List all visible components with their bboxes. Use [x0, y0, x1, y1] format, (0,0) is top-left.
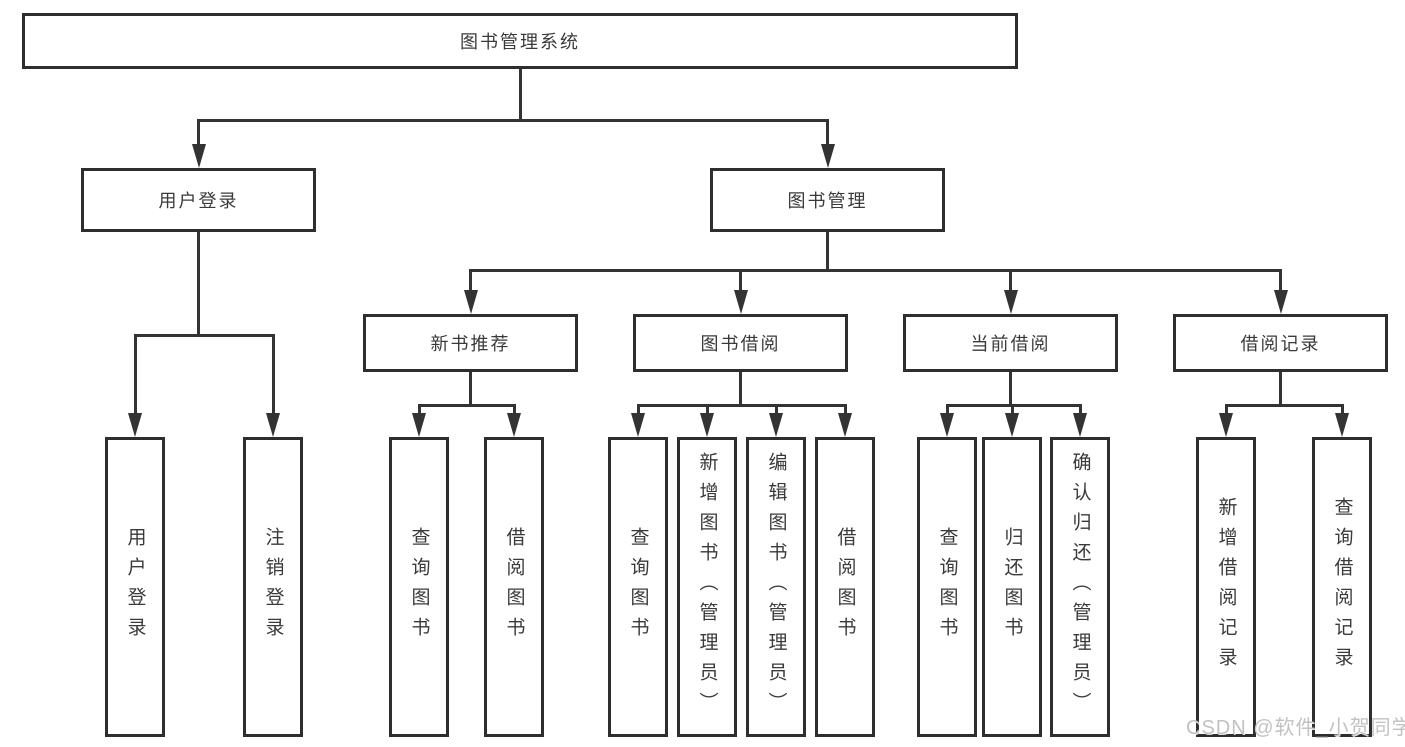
connector-stem — [197, 232, 200, 337]
connector-drop — [469, 269, 472, 292]
leaf-label: 查询图书 — [408, 527, 430, 647]
leaf-add-book-admin: 新增图书（管理员） — [677, 437, 737, 737]
leaf-label: 注销登录 — [262, 527, 284, 647]
arrowhead-icon — [631, 413, 645, 437]
node-book-management: 图书管理 — [710, 168, 945, 232]
leaf-label: 用户登录 — [124, 527, 146, 647]
leaf-query-books-current: 查询图书 — [917, 437, 977, 737]
leaf-label: 确认归还（管理员） — [1069, 452, 1091, 722]
connector-drop — [826, 119, 829, 146]
leaf-user-login: 用户登录 — [105, 437, 165, 737]
leaf-logout: 注销登录 — [243, 437, 303, 737]
leaf-label: 新增图书（管理员） — [696, 452, 718, 722]
leaf-query-borrow-record: 查询借阅记录 — [1312, 437, 1372, 737]
arrowhead-icon — [1073, 413, 1087, 437]
arrowhead-icon — [191, 144, 206, 168]
connector-drop — [1340, 404, 1344, 415]
connector-rail — [469, 268, 1282, 272]
leaf-label: 查询图书 — [936, 527, 958, 647]
connector-drop — [774, 404, 778, 415]
node-label: 图书管理系统 — [460, 32, 580, 52]
node-label: 用户登录 — [158, 191, 239, 211]
connector-drop — [417, 404, 421, 415]
node-user-login: 用户登录 — [81, 168, 316, 232]
connector-drop — [271, 334, 275, 415]
connector-drop — [705, 404, 709, 415]
connector-rail — [1224, 403, 1344, 407]
connector-rail — [636, 403, 847, 407]
connector-drop — [1010, 404, 1014, 415]
connector-drop — [636, 404, 640, 415]
connector-rail — [945, 403, 1082, 407]
arrowhead-icon — [820, 144, 835, 168]
connector-drop — [197, 119, 200, 146]
connector-rail — [197, 118, 829, 122]
connector-drop — [512, 404, 516, 415]
connector-drop — [1279, 269, 1282, 292]
leaf-label: 编辑图书（管理员） — [765, 452, 787, 722]
arrowhead-icon — [1335, 413, 1349, 437]
node-library-management-system: 图书管理系统 — [22, 13, 1018, 69]
node-book-borrowing: 图书借阅 — [633, 314, 848, 372]
node-label: 图书管理 — [787, 191, 868, 211]
arrowhead-icon — [266, 413, 280, 437]
node-label: 借阅记录 — [1240, 334, 1321, 354]
arrowhead-icon — [507, 413, 521, 437]
leaf-confirm-return-admin: 确认归还（管理员） — [1050, 437, 1110, 737]
leaf-label: 查询借阅记录 — [1331, 497, 1353, 677]
connector-rail — [417, 403, 516, 407]
leaf-borrow-books-borrowing: 借阅图书 — [815, 437, 875, 737]
arrowhead-icon — [128, 413, 142, 437]
leaf-query-books-borrowing: 查询图书 — [608, 437, 668, 737]
leaf-add-borrow-record: 新增借阅记录 — [1196, 437, 1256, 737]
connector-drop — [1009, 269, 1012, 292]
arrowhead-icon — [1273, 290, 1288, 314]
node-borrowing-records: 借阅记录 — [1173, 314, 1388, 372]
arrowhead-icon — [463, 290, 478, 314]
connector-drop — [843, 404, 847, 415]
arrowhead-icon — [733, 290, 748, 314]
connector-stem — [469, 372, 472, 407]
arrowhead-icon — [1005, 413, 1019, 437]
leaf-label: 借阅图书 — [834, 527, 856, 647]
leaf-label: 查询图书 — [627, 527, 649, 647]
leaf-query-books-recommend: 查询图书 — [389, 437, 449, 737]
node-label: 当前借阅 — [970, 334, 1051, 354]
leaf-borrow-books-recommend: 借阅图书 — [484, 437, 544, 737]
node-new-book-recommend: 新书推荐 — [363, 314, 578, 372]
arrowhead-icon — [940, 413, 954, 437]
node-label: 新书推荐 — [430, 334, 511, 354]
leaf-label: 新增借阅记录 — [1215, 497, 1237, 677]
connector-rail — [133, 333, 275, 337]
leaf-label: 归还图书 — [1001, 527, 1023, 647]
connector-stem — [826, 232, 829, 272]
arrowhead-icon — [838, 413, 852, 437]
node-label: 图书借阅 — [700, 334, 781, 354]
connector-drop — [739, 269, 742, 292]
arrowhead-icon — [1219, 413, 1233, 437]
arrowhead-icon — [769, 413, 783, 437]
leaf-return-book: 归还图书 — [982, 437, 1042, 737]
connector-stem — [518, 69, 522, 122]
connector-drop — [945, 404, 949, 415]
connector-drop — [133, 334, 137, 415]
connector-stem — [739, 372, 742, 407]
arrowhead-icon — [700, 413, 714, 437]
connector-drop — [1078, 404, 1082, 415]
leaf-label: 借阅图书 — [503, 527, 525, 647]
watermark: CSDN @软件_小贺同学 — [1186, 717, 1405, 739]
leaf-edit-book-admin: 编辑图书（管理员） — [746, 437, 806, 737]
arrowhead-icon — [412, 413, 426, 437]
connector-drop — [1224, 404, 1228, 415]
connector-stem — [1009, 372, 1012, 407]
connector-stem — [1279, 372, 1282, 407]
node-current-borrowing: 当前借阅 — [903, 314, 1118, 372]
arrowhead-icon — [1003, 290, 1018, 314]
